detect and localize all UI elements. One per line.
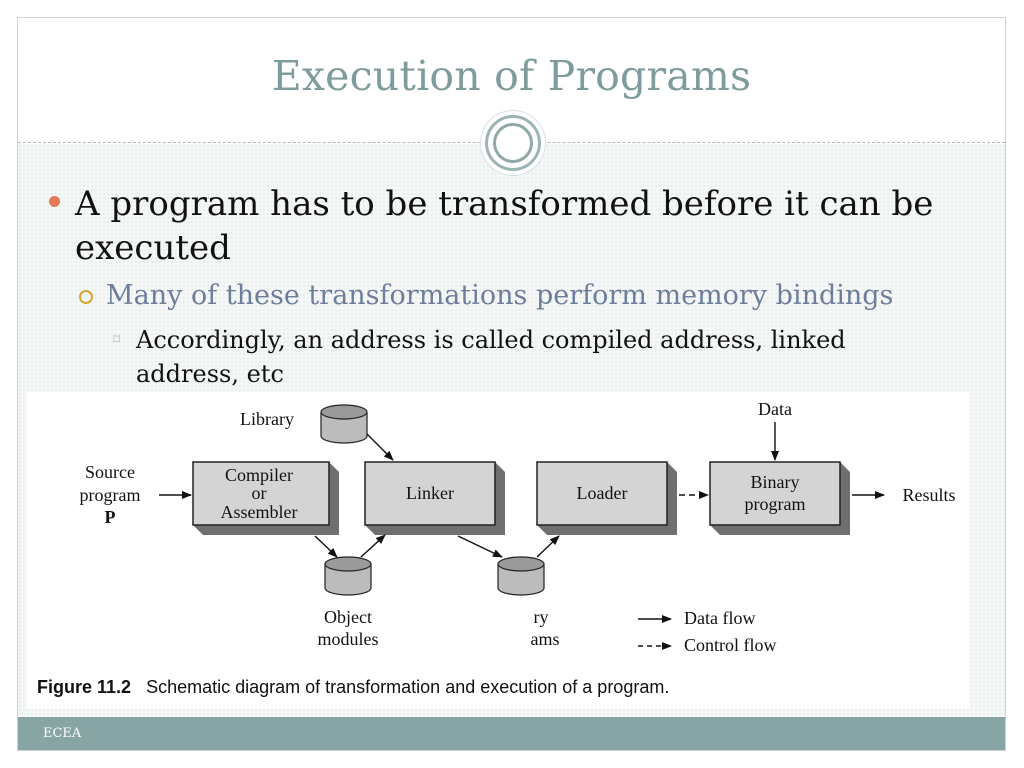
bullet-level-3: Accordingly, an address is called compil… xyxy=(136,326,846,388)
binaries-partial-line1: ry xyxy=(534,607,549,627)
bullet-circle-icon xyxy=(79,290,93,304)
ring-ornament-icon xyxy=(485,115,541,171)
loader-box: Loader xyxy=(536,461,677,535)
caption-text: Schematic diagram of transformation and … xyxy=(146,677,669,697)
flow-arrows xyxy=(159,422,885,650)
linker-label: Linker xyxy=(406,483,454,503)
bullet-level-1: A program has to be transformed before i… xyxy=(75,184,934,268)
loader-label: Loader xyxy=(577,483,628,503)
binary-program-box: Binary program xyxy=(709,461,850,535)
footer-label: ECEA xyxy=(43,726,82,741)
binaries-partial-line2: ams xyxy=(531,629,560,649)
bullet-level-2: Many of these transformations perform me… xyxy=(106,280,894,311)
library-label: Library xyxy=(240,409,294,429)
compiler-label-line3: Assembler xyxy=(221,502,298,522)
results-label: Results xyxy=(902,485,955,505)
arrow-objects-to-linker xyxy=(360,534,386,558)
bullet-cross-icon: ⌑ xyxy=(113,332,121,348)
legend-data-flow-label: Data flow xyxy=(684,608,755,628)
data-label: Data xyxy=(758,399,792,419)
compiler-label-line2: or xyxy=(252,483,267,503)
caption-figure-number: Figure 11.2 xyxy=(37,677,131,697)
source-label-line1: Source xyxy=(85,462,135,482)
bullet-dot-icon xyxy=(49,196,60,207)
figure: Compiler or Assembler Linker Loader Bina xyxy=(27,392,969,709)
slide: Execution of Programs A program has to b… xyxy=(17,17,1006,751)
binary-label-line1: Binary xyxy=(751,472,800,492)
object-modules-cylinder-icon xyxy=(324,556,372,596)
schematic-diagram: Compiler or Assembler Linker Loader Bina xyxy=(37,399,956,697)
compiler-label-line1: Compiler xyxy=(225,465,293,485)
slide-title: Execution of Programs xyxy=(271,52,752,100)
source-label-line3: P xyxy=(105,507,116,527)
arrow-linker-to-binaries xyxy=(457,535,503,558)
compiler-box: Compiler or Assembler xyxy=(192,461,339,535)
arrow-compiler-to-objects xyxy=(314,535,338,558)
footer-bar: ECEA xyxy=(18,717,1005,750)
library-cylinder-icon xyxy=(320,404,368,444)
binary-label-line2: program xyxy=(745,494,806,514)
legend-control-flow-label: Control flow xyxy=(684,635,777,655)
source-label-line2: program xyxy=(80,485,141,505)
linker-box: Linker xyxy=(364,461,505,535)
arrow-binaries-to-loader xyxy=(536,535,560,558)
arrow-library-to-linker xyxy=(366,433,394,461)
ring-ornament-inner xyxy=(493,123,533,163)
svg-text:Figure 11.2 Schematic: Figure 11.2 Schematic diagram of transfo… xyxy=(37,677,669,697)
object-label-line2: modules xyxy=(318,629,379,649)
object-label-line1: Object xyxy=(324,607,372,627)
binary-programs-cylinder-icon xyxy=(497,556,545,596)
